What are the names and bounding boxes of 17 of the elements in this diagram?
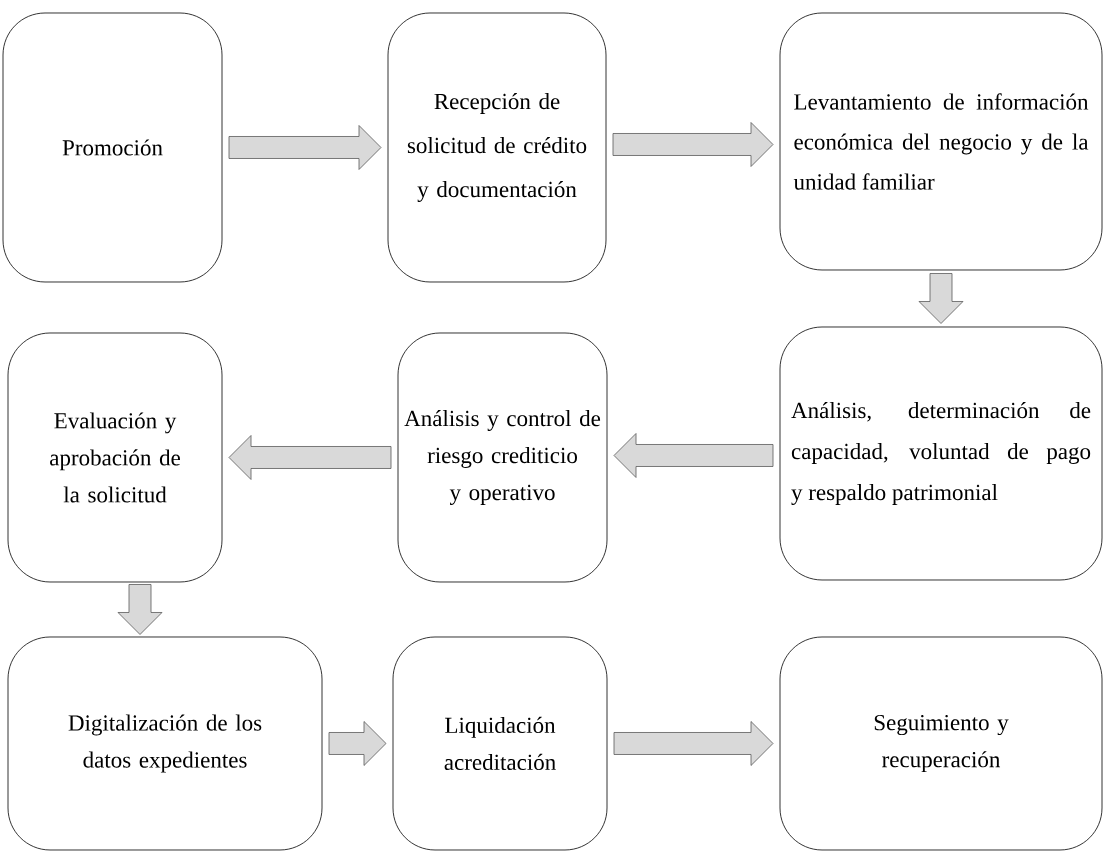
block-arrow [613, 721, 774, 766]
block-arrow [612, 122, 774, 167]
process-box: Evaluación y aprobación de la solicitud [7, 332, 223, 583]
process-box: Análisis y control de riesgo crediticio y operativo [397, 332, 608, 583]
process-box: Análisis, determinación de capacidad, voluntad de pago y respaldo patrimonial [779, 326, 1103, 581]
process-box: Seguimiento y recuperación [779, 636, 1103, 851]
process-box: Liquidación acreditación [392, 636, 608, 851]
process-box: Digitalización de los datos expedientes [7, 636, 323, 851]
block-arrow [613, 433, 774, 478]
block-arrow [228, 125, 382, 170]
block-arrow [228, 435, 392, 480]
process-box: Levantamiento de información económica del negocio y de la unidad familiar [779, 12, 1103, 271]
block-arrow [328, 721, 387, 766]
process-box: Recepción de solicitud de crédito y documentación [387, 12, 607, 283]
block-arrow [117, 584, 163, 635]
block-arrow [918, 273, 964, 324]
process-box: Promoción [2, 12, 223, 283]
